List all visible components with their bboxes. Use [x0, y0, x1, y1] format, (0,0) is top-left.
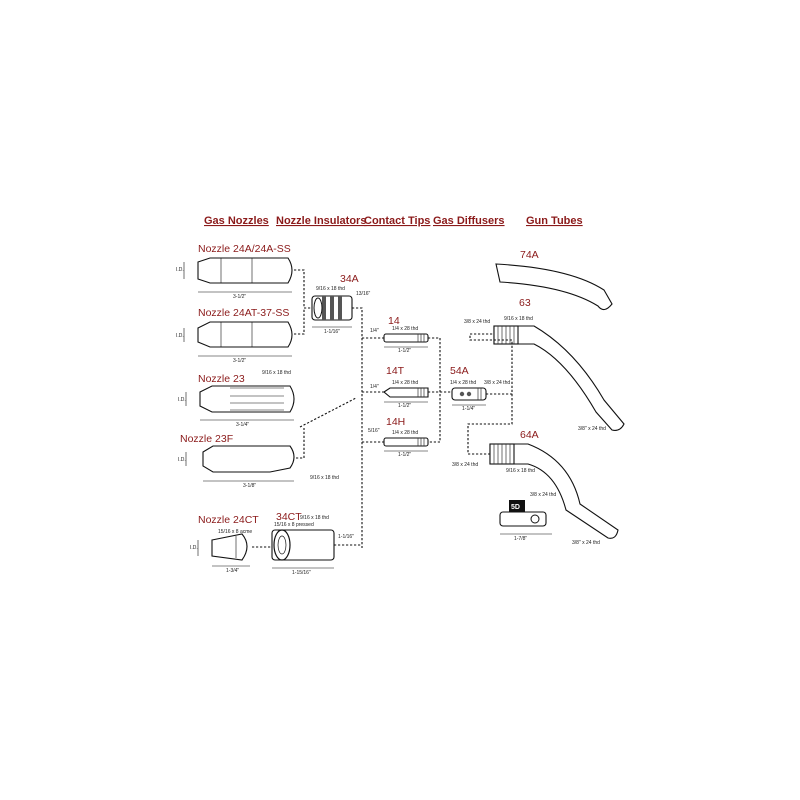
diffuser-54a-thread-b: 3/8 x 24 thd: [484, 380, 510, 386]
insulator-34ct-thread-b: 15/16 x 8 pressed: [274, 522, 314, 528]
insulator-34a-group: 34A 9/16 x 18 thd 13/16" 1-1/16": [311, 273, 371, 335]
tube-63-group: 63 9/16 x 18 thd 3/8 x 24 thd 3/8" x 24 …: [464, 297, 625, 432]
tube-63-thread-a: 9/16 x 18 thd: [504, 316, 533, 322]
nozzle-23f-id-dim: I.D.: [178, 457, 186, 463]
tube-64a-thread-b: 9/16 x 18 thd: [506, 468, 535, 474]
connector-lines: [252, 269, 513, 548]
nozzle-23-group: Nozzle 23 9/16 x 18 thd I.D. 3-1/4": [178, 370, 295, 428]
insulator-34ct-height: 1-1/16": [338, 534, 354, 540]
nozzle-24ct-length: 1-3/4": [226, 568, 239, 574]
tube-63-label: 63: [519, 297, 531, 309]
insulator-34ct-label: 34CT: [276, 511, 302, 523]
adapter-5d-group: 3/8 x 24 thd 5D 1-7/8": [499, 492, 556, 542]
nozzle-24ct-group: Nozzle 24CT 15/16 x 8 acme I.D. 1-3/4": [190, 514, 259, 574]
header-gas-nozzles: Gas Nozzles: [204, 215, 269, 227]
tube-74a-body: [495, 263, 613, 311]
nozzle-24a-group: Nozzle 24A/24A-SS I.D. 3-1/2": [176, 243, 293, 300]
tube-64a-label: 64A: [520, 429, 539, 441]
adapter-5d-length: 1-7/8": [514, 536, 527, 542]
tip-14h-length: 1-1/2": [398, 452, 411, 458]
connector-24at-34a: [294, 308, 305, 335]
header-nozzle-insulators: Nozzle Insulators: [276, 215, 366, 227]
adapter-5d-label: 5D: [511, 504, 520, 511]
connector-23f-tips: [296, 428, 305, 459]
nozzle-24at-length: 3-1/2": [233, 358, 246, 364]
tube-63-end-thread: 3/8" x 24 thd: [578, 426, 606, 432]
nozzle-23-length: 3-1/4": [236, 422, 249, 428]
tip-14t-dia: 1/4": [370, 384, 379, 390]
tip-14h-thread: 1/4 x 28 thd: [392, 430, 418, 436]
nozzle-23f-group: Nozzle 23F I.D. 3-1/8" 9/16 x 18 thd: [178, 433, 339, 489]
tube-63-thread-b: 3/8 x 24 thd: [464, 319, 490, 325]
nozzle-24at-body: [197, 321, 293, 348]
connector-diffuser-63: [469, 333, 513, 395]
tube-64a-body: [489, 443, 619, 539]
adapter-5d-badge: [509, 500, 525, 512]
insulator-34a-height: 13/16": [356, 291, 371, 297]
tip-14t-group: 14T 1/4 x 28 thd 1/4" 1-1/2": [370, 365, 429, 409]
tube-63-body: [493, 325, 625, 431]
tip-14t-body: [383, 387, 429, 398]
nozzle-23-thread: 9/16 x 18 thd: [262, 370, 291, 376]
nozzle-23-body: [199, 385, 295, 413]
tip-14h-label: 14H: [386, 416, 405, 428]
nozzle-23f-label: Nozzle 23F: [180, 433, 233, 445]
diffuser-54a-group: 54A 1/4 x 28 thd 3/8 x 24 thd 1-1/4": [450, 365, 510, 412]
header-gas-diffusers: Gas Diffusers: [433, 215, 505, 227]
connector-23-tips: [299, 397, 357, 428]
header-gun-tubes: Gun Tubes: [526, 215, 583, 227]
diffuser-54a-length: 1-1/4": [462, 406, 475, 412]
tip-14-length: 1-1/2": [398, 348, 411, 354]
nozzle-24a-label: Nozzle 24A/24A-SS: [198, 243, 291, 255]
diffuser-54a-thread-a: 1/4 x 28 thd: [450, 380, 476, 386]
header-contact-tips: Contact Tips: [364, 215, 430, 227]
tip-14h-body: [383, 437, 429, 447]
connector-34a-trunk: [352, 307, 363, 548]
nozzle-23f-body: [202, 445, 295, 473]
insulator-34a-label: 34A: [340, 273, 359, 285]
tip-14-body: [383, 333, 429, 343]
nozzle-23-id-dim: I.D.: [178, 397, 186, 403]
nozzle-24a-length: 3-1/2": [233, 294, 246, 300]
tip-14-label: 14: [388, 315, 400, 327]
tube-64a-thread-a: 3/8 x 24 thd: [452, 462, 478, 468]
adapter-5d-thread: 3/8 x 24 thd: [530, 492, 556, 498]
tube-74a-label: 74A: [520, 249, 539, 261]
nozzle-24ct-thread: 15/16 x 8 acme: [218, 529, 252, 535]
tip-14h-group: 14H 1/4 x 28 thd 5/16" 1-1/2": [368, 416, 429, 458]
tip-14-group: 14 1/4 x 28 thd 1/4" 1-1/2": [370, 315, 429, 354]
nozzle-24ct-body: [211, 533, 248, 561]
insulator-34a-length: 1-1/16": [324, 329, 340, 335]
nozzle-23f-thread: 9/16 x 18 thd: [310, 475, 339, 481]
nozzle-24a-id-dim: I.D.: [176, 267, 184, 273]
nozzle-24ct-label: Nozzle 24CT: [198, 514, 259, 526]
connector-24a-34a: [294, 269, 312, 309]
connector-diffuser-64a: [467, 394, 513, 455]
insulator-34ct-group: 34CT 9/16 x 18 thd 15/16 x 8 pressed 1-1…: [271, 511, 354, 576]
nozzle-24at-label: Nozzle 24AT-37-SS: [198, 307, 289, 319]
tip-14t-label: 14T: [386, 365, 405, 377]
tube-64a-group: 64A 3/8 x 24 thd 9/16 x 18 thd 3/8" x 24…: [452, 429, 619, 546]
tip-14-thread: 1/4 x 28 thd: [392, 326, 418, 332]
insulator-34ct-length: 1-15/16": [292, 570, 311, 576]
tip-14h-dia: 5/16": [368, 428, 380, 434]
insulator-34ct-thread-a: 9/16 x 18 thd: [300, 515, 329, 521]
tip-14t-length: 1-1/2": [398, 403, 411, 409]
insulator-34a-thread: 9/16 x 18 thd: [316, 286, 345, 292]
nozzle-24at-id-dim: I.D.: [176, 333, 184, 339]
tube-74a-group: 74A: [495, 249, 613, 311]
nozzle-24ct-id-dim: I.D.: [190, 545, 198, 551]
nozzle-23-label: Nozzle 23: [198, 373, 245, 385]
connector-tips-right: [428, 337, 441, 443]
tube-64a-end-thread: 3/8" x 24 thd: [572, 540, 600, 546]
nozzle-23f-length: 3-1/8": [243, 483, 256, 489]
tip-14-dia: 1/4": [370, 328, 379, 334]
tip-14t-thread: 1/4 x 28 thd: [392, 380, 418, 386]
diffuser-54a-label: 54A: [450, 365, 469, 377]
nozzle-24at-group: Nozzle 24AT-37-SS I.D. 3-1/2": [176, 307, 293, 364]
nozzle-24a-body: [197, 257, 293, 284]
